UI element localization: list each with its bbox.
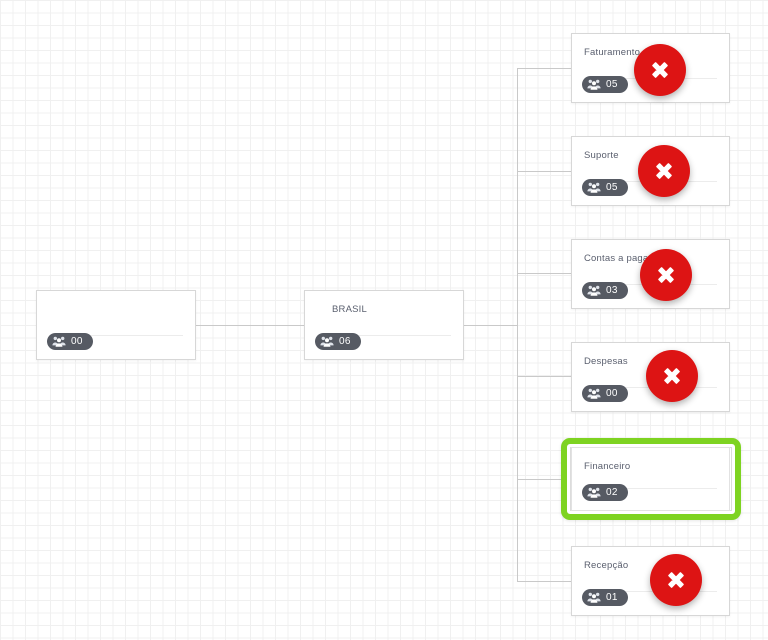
remove-node-button-faturamento[interactable] — [634, 44, 686, 96]
org-node-root[interactable]: 00 — [36, 290, 196, 360]
remove-node-button-recepcao[interactable] — [650, 554, 702, 606]
users-group-icon — [587, 285, 601, 296]
users-group-icon — [52, 336, 66, 347]
member-count-value: 00 — [71, 335, 83, 347]
close-x-icon — [656, 163, 672, 179]
member-count-value: 06 — [339, 335, 351, 347]
org-node-title: Contas a pagar — [584, 253, 652, 264]
users-group-icon — [587, 487, 601, 498]
users-group-icon — [587, 182, 601, 193]
member-count-badge[interactable]: 05 — [582, 76, 628, 93]
member-count-value: 05 — [606, 78, 618, 90]
close-x-icon — [658, 267, 674, 283]
org-node-brasil[interactable]: BRASIL 06 — [304, 290, 464, 360]
users-group-icon — [587, 388, 601, 399]
users-group-icon — [320, 336, 334, 347]
member-count-value: 02 — [606, 486, 618, 498]
connector-branch-financeiro — [517, 479, 572, 480]
member-count-value: 01 — [606, 591, 618, 603]
member-count-badge[interactable]: 00 — [582, 385, 628, 402]
connector-brasil-stub — [463, 325, 518, 326]
close-x-icon — [668, 572, 684, 588]
member-count-value: 03 — [606, 284, 618, 296]
org-node-title: Recepção — [584, 560, 629, 571]
node-divider — [584, 488, 717, 489]
users-group-icon — [587, 592, 601, 603]
connector-branch-contas-a-pagar — [517, 273, 572, 274]
connector-branch-despesas — [517, 376, 572, 377]
org-node-title: BRASIL — [332, 304, 367, 315]
connector-root-to-brasil — [196, 325, 305, 326]
remove-node-button-suporte[interactable] — [638, 145, 690, 197]
member-count-badge[interactable]: 01 — [582, 589, 628, 606]
node-divider — [317, 335, 451, 336]
close-x-icon — [664, 368, 680, 384]
member-count-badge[interactable]: 05 — [582, 179, 628, 196]
connector-trunk-vertical — [517, 68, 518, 582]
member-count-value: 05 — [606, 181, 618, 193]
member-count-badge[interactable]: 06 — [315, 333, 361, 350]
close-x-icon — [652, 62, 668, 78]
connector-branch-recepcao — [517, 581, 572, 582]
member-count-badge[interactable]: 03 — [582, 282, 628, 299]
users-group-icon — [587, 79, 601, 90]
member-count-badge[interactable]: 02 — [582, 484, 628, 501]
org-node-title: Financeiro — [584, 461, 631, 472]
remove-node-button-contas-a-pagar[interactable] — [640, 249, 692, 301]
node-divider — [584, 591, 717, 592]
remove-node-button-despesas[interactable] — [646, 350, 698, 402]
org-node-title: Suporte — [584, 150, 619, 161]
member-count-badge[interactable]: 00 — [47, 333, 93, 350]
org-node-financeiro[interactable]: Financeiro 02 — [571, 447, 730, 511]
org-node-title: Faturamento — [584, 47, 641, 58]
org-node-title: Despesas — [584, 356, 628, 367]
member-count-value: 00 — [606, 387, 618, 399]
connector-branch-faturamento — [517, 68, 572, 69]
connector-branch-suporte — [517, 171, 572, 172]
node-divider — [49, 335, 183, 336]
